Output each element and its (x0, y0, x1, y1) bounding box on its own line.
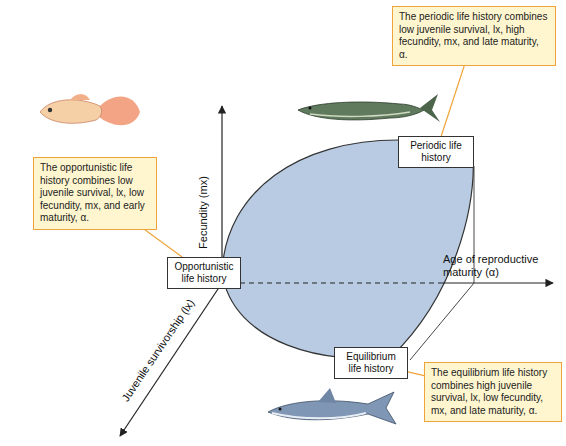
box-edge (474, 166, 475, 283)
vertex-label: Equilibrium life history (334, 347, 408, 379)
axis-label: Age of reproductive maturity (α) (443, 253, 551, 279)
maturity-axis-hidden (222, 283, 440, 284)
leader-line (408, 372, 424, 376)
vertex-label: Opportunistic life history (167, 257, 241, 289)
guppy-illustration (40, 94, 140, 125)
sturgeon-illustration (298, 94, 440, 122)
shark-illustration (268, 388, 396, 424)
maturity-axis (440, 282, 553, 283)
axis-label: Fecundity (mx) (196, 176, 209, 249)
node-text: Equilibrium life history (339, 351, 403, 375)
node-text: The equilibrium life history combines hi… (431, 367, 555, 417)
node-text: The opportunistic life history combines … (40, 162, 150, 225)
callout-box: The equilibrium life history combines hi… (424, 362, 562, 422)
node-text: Periodic life history (403, 140, 469, 164)
life-history-surface (222, 140, 473, 358)
leader-line (441, 66, 464, 136)
node-text: The periodic life history combines low j… (399, 11, 549, 61)
survivorship-axis (120, 283, 222, 436)
node-text: Opportunistic life history (172, 261, 236, 285)
callout-box: The opportunistic life history combines … (33, 157, 157, 230)
axis-label: Juvenile survivorship (lx) (119, 296, 197, 403)
vertex-label: Periodic life history (398, 136, 474, 168)
callout-box: The periodic life history combines low j… (392, 6, 556, 66)
box-edge (410, 283, 474, 360)
leader-line (145, 230, 183, 258)
